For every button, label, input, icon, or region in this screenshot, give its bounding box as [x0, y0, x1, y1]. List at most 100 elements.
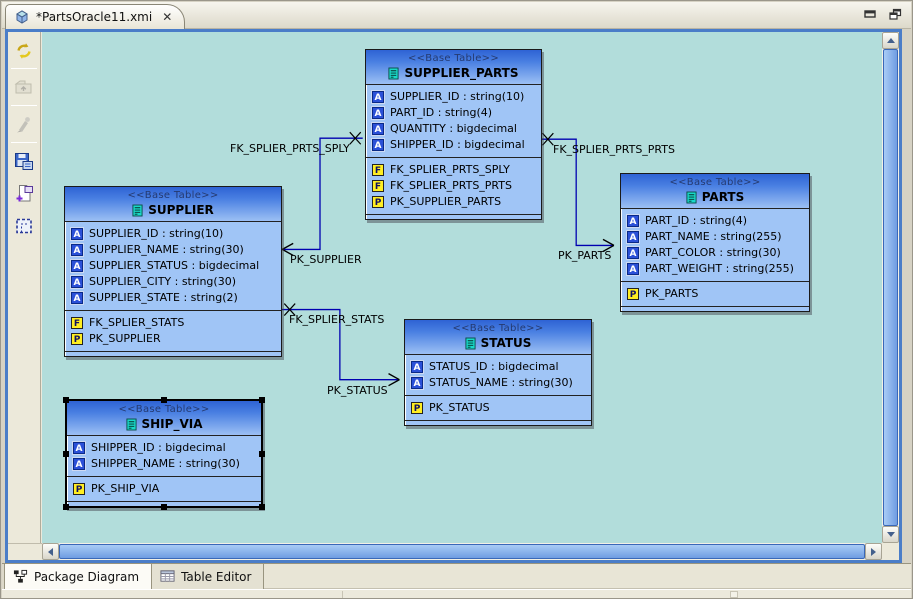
table-footer	[65, 351, 281, 356]
selection-handle[interactable]	[259, 450, 265, 457]
selection-handle[interactable]	[161, 397, 167, 403]
relationship-label[interactable]: PK_PARTS	[558, 249, 612, 262]
tab-package-diagram[interactable]: Package Diagram	[4, 564, 153, 589]
row-label: PK_STATUS	[429, 401, 490, 414]
refresh-icon[interactable]	[11, 38, 37, 64]
attribute-icon: A	[372, 123, 384, 135]
foreign-key-icon: F	[372, 180, 384, 192]
relationship-label[interactable]: FK_SPLIER_STATS	[289, 313, 385, 326]
scroll-down-icon[interactable]	[882, 526, 899, 543]
row-label: PART_ID : string(4)	[390, 106, 493, 119]
selection-handle[interactable]	[259, 504, 265, 510]
palette-separator	[11, 142, 37, 143]
scroll-left-icon[interactable]	[42, 543, 59, 560]
scroll-right-icon[interactable]	[865, 543, 882, 560]
table-stereotype: <<Base Table>>	[118, 404, 210, 415]
selection-handle[interactable]	[259, 397, 265, 403]
relationship-label[interactable]: PK_STATUS	[327, 384, 388, 397]
table-stereotype: <<Base Table>>	[127, 190, 219, 201]
relationship-fk-splier-stats[interactable]	[280, 303, 400, 387]
table-name: SUPPLIER_PARTS	[372, 66, 535, 80]
save-diagram-icon[interactable]	[11, 149, 37, 175]
row-label: PK_SUPPLIER	[89, 332, 161, 345]
scroll-up-icon[interactable]	[882, 32, 899, 49]
primary-key-icon: P	[411, 402, 423, 414]
table-header[interactable]: <<Base Table>>SHIP_VIA	[67, 401, 261, 436]
table-footer	[366, 214, 541, 219]
relationship-fk-splier-prts-sply[interactable]	[281, 131, 363, 257]
folder-up-icon[interactable]	[11, 75, 37, 101]
table-header[interactable]: <<Base Table>>SUPPLIER	[65, 187, 281, 222]
row-label: STATUS_ID : bigdecimal	[429, 360, 559, 373]
vertical-scrollbar[interactable]	[882, 32, 899, 543]
tab-table-editor[interactable]: Table Editor	[152, 564, 265, 589]
attribute-icon: A	[372, 91, 384, 103]
attribute-icon: A	[627, 231, 639, 243]
selection-handle[interactable]	[161, 504, 167, 510]
relationship-label[interactable]: FK_SPLIER_PRTS_SPLY	[230, 142, 350, 155]
attribute-icon: A	[71, 260, 83, 272]
selection-handle[interactable]	[63, 450, 69, 457]
palette-separator	[11, 68, 37, 69]
key-row[interactable]: F FK_SPLIER_PRTS_PRTS	[370, 178, 537, 194]
row-label: PART_COLOR : string(30)	[645, 246, 781, 259]
row-label: FK_SPLIER_PRTS_PRTS	[390, 179, 512, 192]
attribute-icon: A	[71, 228, 83, 240]
minimize-icon[interactable]	[863, 8, 878, 21]
new-page-icon[interactable]	[11, 181, 37, 207]
table-icon	[686, 191, 697, 203]
table-header[interactable]: <<Base Table>>PARTS	[621, 174, 809, 209]
vertical-scroll-thumb[interactable]	[883, 49, 898, 526]
table-header[interactable]: <<Base Table>>STATUS	[405, 320, 591, 355]
relationship-label[interactable]: FK_SPLIER_PRTS_PRTS	[553, 143, 675, 156]
selection-handle[interactable]	[63, 397, 69, 403]
diagram-canvas[interactable]: FK_SPLIER_PRTS_SPLY PK_SUPPLIER FK_SPLIE…	[42, 32, 882, 543]
relationship-label[interactable]: PK_SUPPLIER	[290, 253, 362, 266]
close-icon[interactable]: ✕	[162, 10, 173, 24]
restore-icon[interactable]	[888, 8, 903, 21]
editor-tab-partsoracle11[interactable]: *PartsOracle11.xmi ✕	[5, 4, 186, 29]
horizontal-scroll-thumb[interactable]	[59, 544, 865, 559]
key-row[interactable]: P PK_STATUS	[409, 400, 587, 416]
wizard-icon[interactable]	[11, 112, 37, 138]
diagram-editor-frame: FK_SPLIER_PRTS_SPLY PK_SUPPLIER FK_SPLIE…	[5, 29, 902, 563]
relationship-fk-splier-prts-prts[interactable]	[538, 132, 615, 253]
horizontal-scrollbar[interactable]	[42, 543, 882, 560]
table-footer	[405, 420, 591, 425]
selection-handle[interactable]	[63, 504, 69, 510]
grid-layout-icon[interactable]	[11, 213, 37, 239]
table-header[interactable]: <<Base Table>>SUPPLIER_PARTS	[366, 50, 541, 85]
